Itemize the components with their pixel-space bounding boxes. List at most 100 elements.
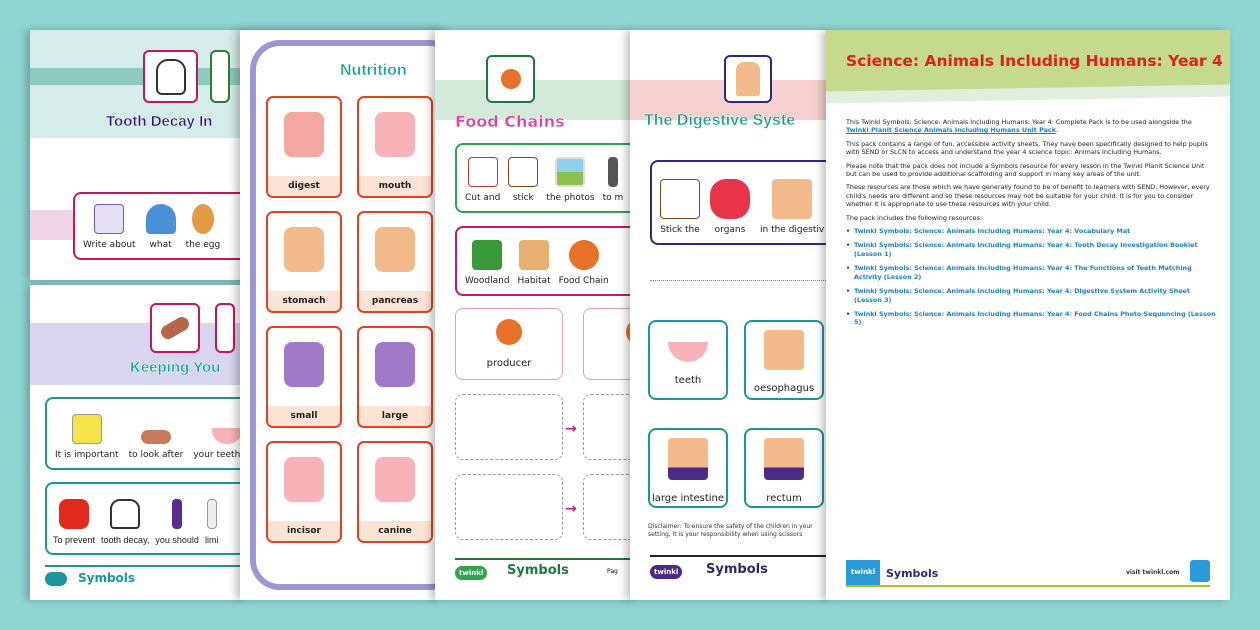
card-teeth: teeth bbox=[648, 320, 728, 400]
pack-overview-page: Science: Animals Including Humans: Year … bbox=[826, 30, 1230, 600]
symbols-logo: Symbols bbox=[886, 567, 939, 580]
intro-paragraph: This Twinkl Symbols: Science: Animals In… bbox=[846, 118, 1192, 135]
footer-line bbox=[455, 558, 635, 560]
card-oesophagus: oesophagus bbox=[744, 320, 824, 400]
thermometer-icon bbox=[206, 499, 217, 529]
unit-pack-link[interactable]: Twinkl Planit Science Animals Including … bbox=[846, 126, 1056, 135]
word: Food Chain bbox=[559, 240, 609, 286]
photo-icon bbox=[555, 157, 586, 187]
card-canine: canine bbox=[357, 441, 433, 543]
page-title: Food Chains bbox=[455, 112, 565, 131]
hands-icon bbox=[140, 430, 171, 444]
twinkl-badge-icon bbox=[1190, 560, 1210, 582]
food-chain-icon bbox=[486, 55, 535, 103]
word: Cut and bbox=[465, 157, 500, 203]
header-band bbox=[30, 323, 245, 385]
twinkl-logo: twinkl bbox=[650, 565, 683, 579]
resource-link[interactable]: Twinkl Symbols: Science: Animals Includi… bbox=[846, 227, 1216, 236]
card-label: incisor bbox=[268, 521, 340, 541]
mouth-icon bbox=[375, 112, 415, 157]
sentence-strip-1: Cut and stick the photos to m bbox=[455, 143, 635, 213]
page-title: Nutrition bbox=[340, 62, 407, 79]
card-label: canine bbox=[359, 521, 431, 541]
resource-link[interactable]: Twinkl Symbols: Science: Animals Includi… bbox=[846, 310, 1216, 327]
paragraph: These resources are those which we have … bbox=[846, 183, 1210, 209]
egg-icon bbox=[191, 204, 214, 234]
paragraph: This pack contains a range of fun, acces… bbox=[846, 139, 1208, 157]
stomach-icon bbox=[284, 227, 324, 272]
look-after-icon bbox=[150, 303, 200, 353]
food-chains-page: Food Chains Cut and stick the photos to … bbox=[435, 30, 635, 600]
person-icon bbox=[172, 499, 183, 529]
rectum-icon bbox=[764, 438, 804, 480]
digestive-page: The Digestive Syste Stick the organs in … bbox=[630, 30, 830, 600]
card-label: digest bbox=[268, 176, 340, 196]
resource-link[interactable]: Twinkl Symbols: Science: Animals Includi… bbox=[846, 241, 1216, 258]
canine-icon bbox=[375, 457, 415, 502]
drop-box[interactable] bbox=[455, 474, 563, 540]
large-intestine-icon bbox=[668, 438, 708, 480]
twinkl-logo bbox=[45, 572, 67, 586]
drop-box[interactable] bbox=[455, 394, 563, 460]
footer-line bbox=[45, 565, 245, 567]
card-small-intestine: small intestine bbox=[266, 326, 342, 428]
word: you should bbox=[155, 499, 199, 545]
keeping-teeth-page: Keeping You It is important to look afte… bbox=[30, 285, 245, 600]
card-producer: producer bbox=[455, 308, 563, 380]
symbols-logo: Symbols bbox=[706, 562, 768, 577]
stomach-icon bbox=[284, 112, 324, 157]
resource-link[interactable]: Twinkl Symbols: Science: Animals Includi… bbox=[846, 287, 1216, 304]
word: in the digestiv bbox=[760, 179, 824, 235]
oesophagus-icon bbox=[764, 330, 804, 370]
word: Woodland bbox=[465, 240, 510, 286]
glue-stick-icon bbox=[660, 179, 700, 219]
word: your teeth and bbox=[193, 428, 245, 460]
card-stomach: stomach bbox=[266, 211, 342, 313]
card-large-intestine: large intestine bbox=[648, 428, 728, 508]
habitat-icon bbox=[519, 240, 550, 270]
woodland-icon bbox=[472, 240, 503, 270]
drop-box[interactable] bbox=[583, 474, 635, 540]
resource-link[interactable]: Twinkl Symbols: Science: Animals Includi… bbox=[846, 264, 1216, 281]
resource-list: Twinkl Symbols: Science: Animals Includi… bbox=[846, 227, 1216, 327]
sentence-strip: Write about what the egg bbox=[73, 192, 273, 260]
small-intestine-icon bbox=[284, 342, 324, 387]
word: limi bbox=[205, 499, 218, 545]
glue-stick-icon bbox=[508, 157, 539, 187]
disclaimer: Disclaimer: To ensure the safety of the … bbox=[648, 523, 813, 538]
page-number: Pag bbox=[607, 568, 618, 575]
word: tooth decay, bbox=[101, 499, 149, 545]
card-mouth: mouth bbox=[357, 96, 433, 198]
card-digest: digest bbox=[266, 96, 342, 198]
footer-line bbox=[650, 555, 830, 557]
food-chain-icon bbox=[496, 319, 522, 345]
page-title: Science: Animals Including Humans: Year … bbox=[846, 52, 1223, 70]
page-border bbox=[250, 40, 440, 590]
word: to m bbox=[603, 157, 623, 203]
sentence-strip-2: Woodland Habitat Food Chain bbox=[455, 226, 635, 296]
card-label: stomach bbox=[268, 291, 340, 311]
decayed-tooth-icon bbox=[110, 499, 141, 529]
word: It is important bbox=[55, 414, 119, 460]
page-title: Keeping You bbox=[130, 359, 221, 376]
food-chain-icon bbox=[568, 240, 599, 270]
teeth-icon bbox=[215, 303, 235, 353]
word: the photos bbox=[546, 157, 595, 203]
scissors-icon bbox=[467, 157, 498, 187]
page-title: Tooth Decay In bbox=[106, 113, 213, 130]
sentence-strip-2: To prevent tooth decay, you should limi bbox=[45, 482, 245, 555]
visit-link[interactable]: visit twinkl.com bbox=[1126, 569, 1180, 576]
card-pancreas: pancreas bbox=[357, 211, 433, 313]
pink-stripe bbox=[30, 210, 75, 240]
teeth-icon bbox=[668, 342, 708, 362]
word-write-about: Write about bbox=[83, 204, 136, 250]
important-icon bbox=[71, 414, 102, 444]
large-intestine-icon bbox=[375, 342, 415, 387]
cut-line bbox=[650, 280, 830, 281]
body-icon bbox=[772, 179, 813, 219]
arrow-right-icon: → bbox=[565, 421, 577, 437]
sequence-icon bbox=[607, 157, 618, 187]
drop-box[interactable] bbox=[583, 394, 635, 460]
tooth-icon bbox=[143, 50, 198, 103]
